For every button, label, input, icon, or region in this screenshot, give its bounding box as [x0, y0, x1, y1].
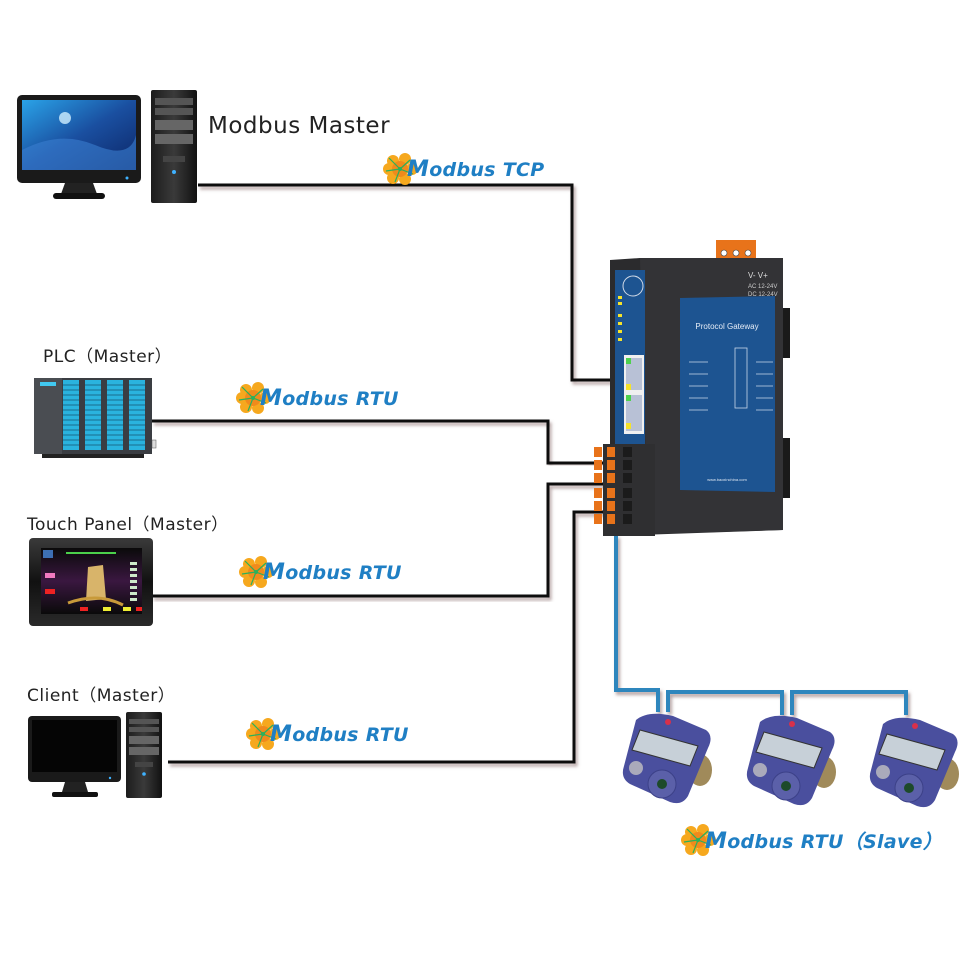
slave-meter-1 [618, 708, 718, 808]
plc-icon [34, 378, 157, 458]
gateway-website: www.baoxinchina.com [707, 477, 747, 482]
gateway-panel-title: Protocol Gateway [695, 322, 758, 331]
desktop-computer-icon [28, 712, 162, 798]
slave-meter-3 [865, 712, 960, 812]
modbus-master-pc [15, 90, 200, 205]
plc-label: PLC（Master） [43, 347, 173, 367]
touch-panel-label: Touch Panel（Master） [27, 515, 229, 535]
client-pc [27, 712, 167, 800]
slave-meter-2 [742, 710, 842, 810]
protocol-text: odbus RTU [292, 723, 409, 746]
energy-meter-icon [746, 715, 836, 806]
gateway-power-terminal: V- V+ [748, 271, 768, 280]
wire-plc [152, 419, 605, 465]
energy-meter-icon [622, 713, 712, 804]
modbus-logo-icon [681, 824, 716, 856]
protocol-text-prefix: M [705, 828, 728, 854]
modbus-logo-icon [239, 556, 274, 588]
modbus-logo-icon [383, 153, 418, 185]
protocol-text: odbus RTU（Slave） [727, 830, 943, 853]
touch-panel-device [28, 537, 154, 627]
protocol-label-rtu-slave: Modbus RTU（Slave） [681, 823, 942, 857]
gateway-power-ac: AC 12-24V [748, 284, 777, 290]
protocol-gateway-device: Protocol Gateway www.baoxinchina.com V- … [588, 238, 798, 540]
energy-meter-icon [869, 717, 959, 808]
plc-device [32, 375, 157, 460]
protocol-text-prefix: M [407, 156, 430, 182]
protocol-label-rtu-plc: Modbus RTU [236, 381, 399, 415]
protocol-label-rtu-touch-panel: Modbus RTU [239, 555, 402, 589]
protocol-text: odbus TCP [429, 158, 545, 181]
client-label: Client（Master） [27, 686, 176, 706]
wire-client [168, 510, 605, 764]
wire-touch-panel [152, 482, 605, 598]
protocol-label-tcp: Modbus TCP [383, 152, 544, 186]
gateway-power-dc: DC 12-24V [748, 292, 778, 298]
protocol-text-prefix: M [270, 721, 293, 747]
wire-modbus-master [198, 183, 620, 382]
wire-slave-bus [614, 535, 908, 715]
touch-panel-icon [29, 538, 153, 626]
protocol-text-prefix: M [260, 385, 283, 411]
protocol-text: odbus RTU [285, 561, 402, 584]
modbus-logo-icon [246, 718, 281, 750]
gateway-icon: Protocol Gateway www.baoxinchina.com V- … [594, 240, 790, 536]
protocol-text: odbus RTU [282, 387, 399, 410]
modbus-master-label: Modbus Master [208, 113, 391, 139]
desktop-computer-icon [17, 90, 197, 203]
protocol-text-prefix: M [263, 559, 286, 585]
protocol-label-rtu-client: Modbus RTU [246, 717, 409, 751]
modbus-logo-icon [236, 382, 271, 414]
